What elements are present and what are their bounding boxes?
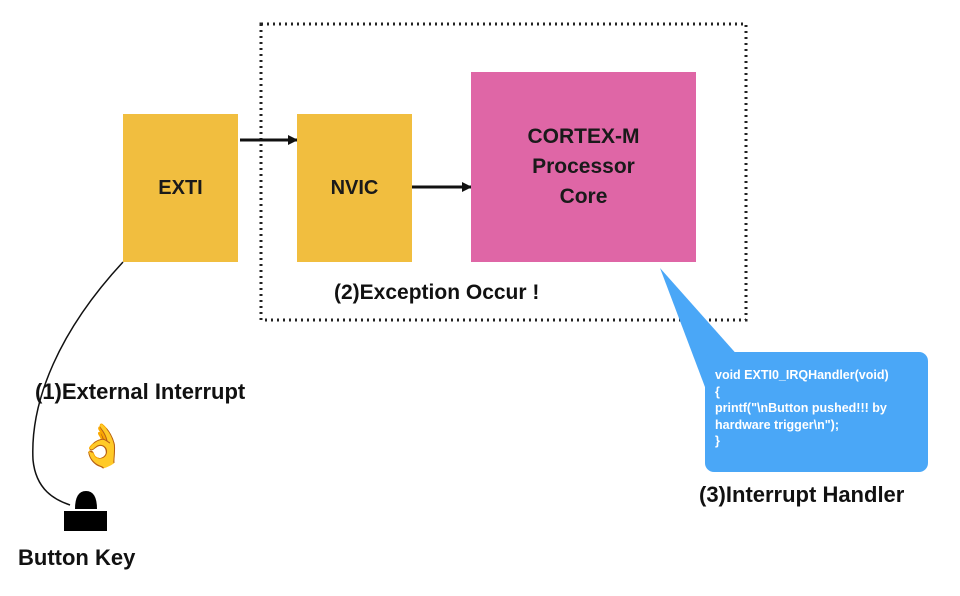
nvic-block: NVIC	[297, 114, 412, 262]
wire-button-to-exti	[32, 261, 124, 506]
button-key-label: Button Key	[18, 545, 136, 570]
button-key-icon[interactable]	[64, 491, 107, 531]
core-label-line: Processor	[532, 155, 635, 178]
interrupt-handler-label: (3)Interrupt Handler	[699, 482, 905, 507]
external-interrupt-label: (1)External Interrupt	[35, 379, 246, 404]
exception-occur-label: (2)Exception Occur !	[334, 281, 540, 304]
exti-block: EXTI	[123, 114, 238, 262]
exti-label: EXTI	[158, 176, 203, 199]
hand-icon: 👌	[76, 421, 129, 470]
code-line: void EXTI0_IRQHandler(void)	[715, 368, 889, 382]
cortex-m-core-block: CORTEX-M Processor Core	[471, 72, 696, 262]
core-label-line: Core	[559, 185, 608, 208]
code-line: {	[715, 384, 720, 399]
core-label-line: CORTEX-M	[527, 125, 640, 148]
nvic-label: NVIC	[330, 176, 379, 199]
interrupt-handler-code-bubble: void EXTI0_IRQHandler(void) { printf("\n…	[705, 352, 928, 472]
code-line: printf("\nButton pushed!!! by hardware t…	[715, 401, 891, 432]
code-line: }	[715, 434, 720, 448]
